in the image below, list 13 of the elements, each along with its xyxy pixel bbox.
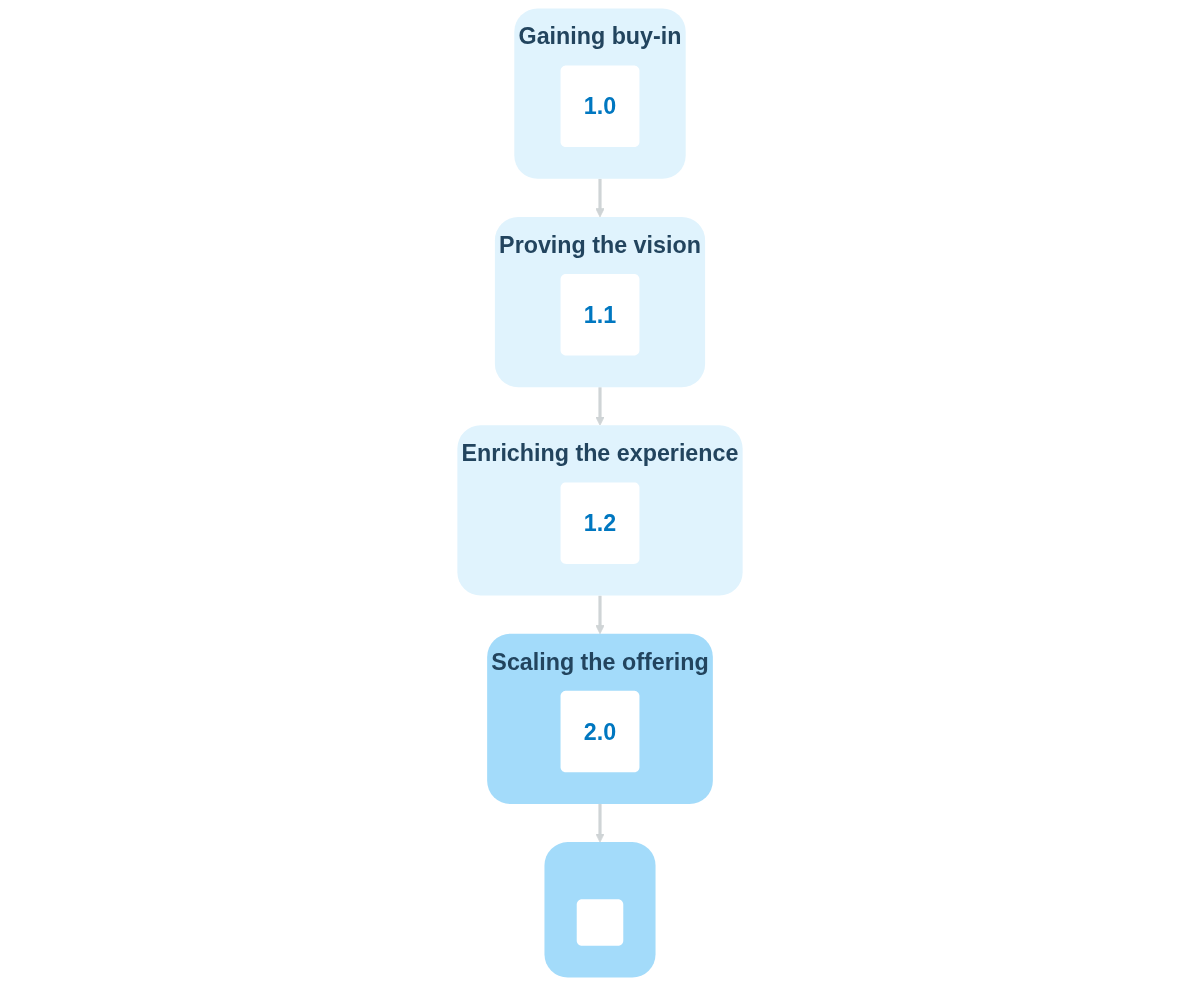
cluster <box>457 425 743 596</box>
node-box <box>560 274 640 356</box>
cluster <box>514 8 686 179</box>
node-box <box>576 899 624 946</box>
node-box <box>560 65 640 148</box>
arrow <box>595 387 605 426</box>
arrow <box>595 804 605 843</box>
arrow <box>595 595 605 635</box>
arrow <box>595 178 605 218</box>
node-box <box>560 690 640 773</box>
cluster <box>487 633 713 805</box>
node-box <box>560 482 640 564</box>
cluster <box>494 216 706 388</box>
